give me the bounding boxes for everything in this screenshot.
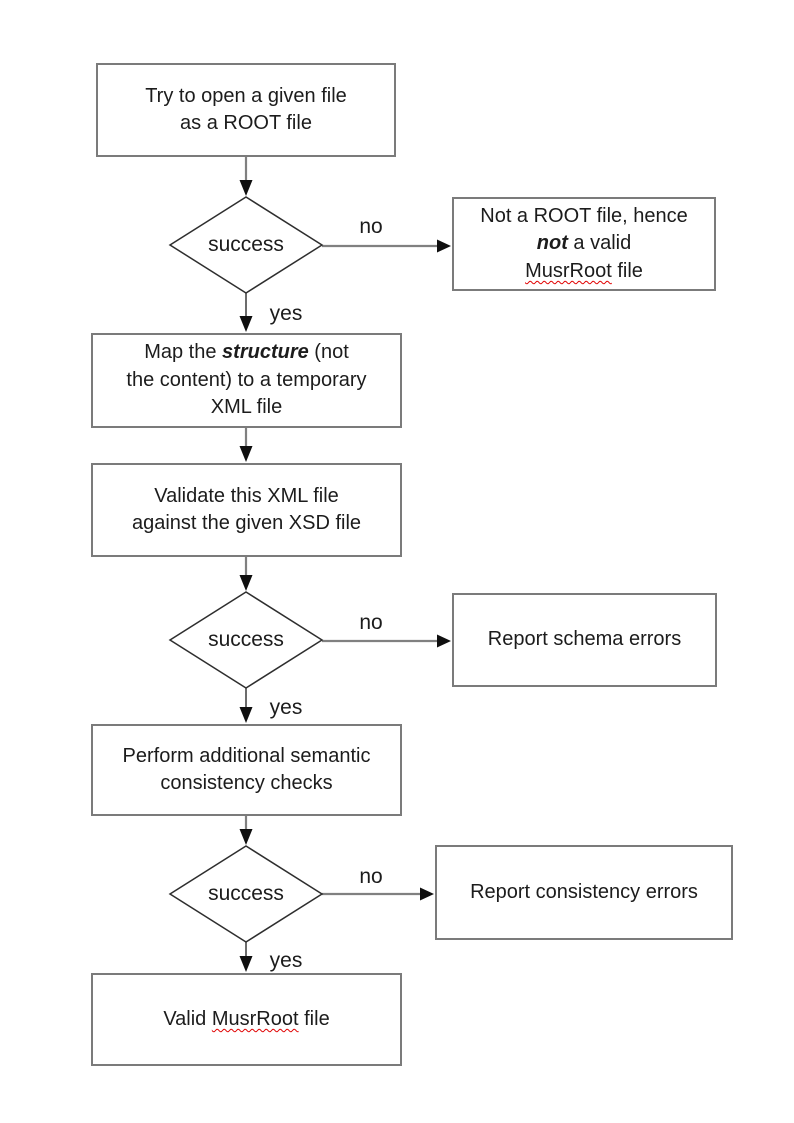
node-valid-musrroot: Valid MusrRoot file — [91, 973, 402, 1066]
decision3-label: success — [208, 882, 284, 905]
decision1-diamond — [168, 196, 324, 294]
edge-label-yes2: yes — [269, 696, 303, 719]
node-semantic-checks-line2: consistency checks — [160, 772, 333, 794]
node-report-consistency-errors: Report consistency errors — [435, 845, 733, 940]
decision2-diamond — [168, 591, 324, 689]
node-open-file-line2: as a ROOT file — [180, 112, 312, 134]
decision1-label: success — [208, 233, 284, 256]
edge-label-no2: no — [359, 611, 383, 634]
arrowhead-into-consistencyerrors — [420, 887, 434, 901]
edge-label-yes1: yes — [269, 302, 303, 325]
node-not-root-line2: not a valid — [537, 230, 631, 258]
arrowhead-into-decision2 — [239, 575, 253, 591]
node-open-file: Try to open a given file as a ROOT file — [96, 63, 396, 157]
arrowhead-into-decision3 — [239, 829, 253, 845]
arrowhead-into-semantic — [239, 707, 253, 723]
node-not-root-line3: MusrRoot file — [525, 258, 643, 286]
arrowhead-into-decision1 — [239, 180, 253, 196]
node-map-structure-line2: the content) to a temporary — [126, 368, 367, 391]
decision3-diamond — [168, 845, 324, 943]
map-line1-post: (not — [308, 341, 349, 364]
node-semantic-checks-line1: Perform additional semantic — [122, 744, 371, 767]
node-valid-musrroot-line1: Valid MusrRoot file — [163, 1006, 329, 1034]
node-map-structure: Map the structure (not the content) to a… — [91, 333, 402, 428]
arrowhead-into-valid — [239, 956, 253, 972]
node-open-file-line1: Try to open a given file — [145, 84, 347, 107]
node-map-structure-line1: Map the structure (not — [144, 339, 349, 367]
node-semantic-checks: Perform additional semantic consistency … — [91, 724, 402, 816]
valid-line1-post: file — [298, 1007, 330, 1030]
edge-label-no3: no — [359, 865, 383, 888]
arrowhead-into-map — [239, 316, 253, 332]
node-report-consistency-errors-line1: Report consistency errors — [470, 880, 698, 903]
notroot-line3-rest: file — [611, 259, 643, 282]
arrowhead-into-schemaerrors — [437, 634, 451, 648]
decision2-label: success — [208, 628, 284, 651]
map-line1-emph: structure — [222, 341, 309, 364]
node-not-root-file: Not a ROOT file, hence not a valid MusrR… — [452, 197, 716, 291]
node-not-root-line1: Not a ROOT file, hence — [480, 204, 688, 227]
edge-label-no1: no — [359, 215, 383, 238]
edge-label-yes3: yes — [269, 949, 303, 972]
node-map-structure-line3: XML file — [210, 396, 283, 419]
arrowheads — [239, 180, 451, 972]
decision-diamonds — [168, 196, 324, 943]
node-validate-xml-line2: against the given XSD file — [131, 512, 362, 534]
valid-line1-word: MusrRoot — [211, 1007, 299, 1030]
arrowhead-into-validate — [239, 446, 253, 462]
node-validate-xml-line1: Validate this XML file — [154, 484, 339, 507]
map-line1-pre: Map the — [144, 341, 223, 364]
node-validate-xml: Validate this XML file against the given… — [91, 463, 402, 557]
notroot-line2-rest: a valid — [567, 232, 632, 255]
notroot-line2-emph: not — [536, 232, 568, 255]
arrowhead-into-notroot — [437, 239, 451, 253]
valid-line1-pre: Valid — [163, 1007, 212, 1030]
node-report-schema-errors: Report schema errors — [452, 593, 717, 687]
notroot-line3-word: MusrRoot — [525, 259, 612, 282]
node-report-schema-errors-line1: Report schema errors — [487, 628, 682, 651]
gray-connectors — [244, 157, 440, 896]
